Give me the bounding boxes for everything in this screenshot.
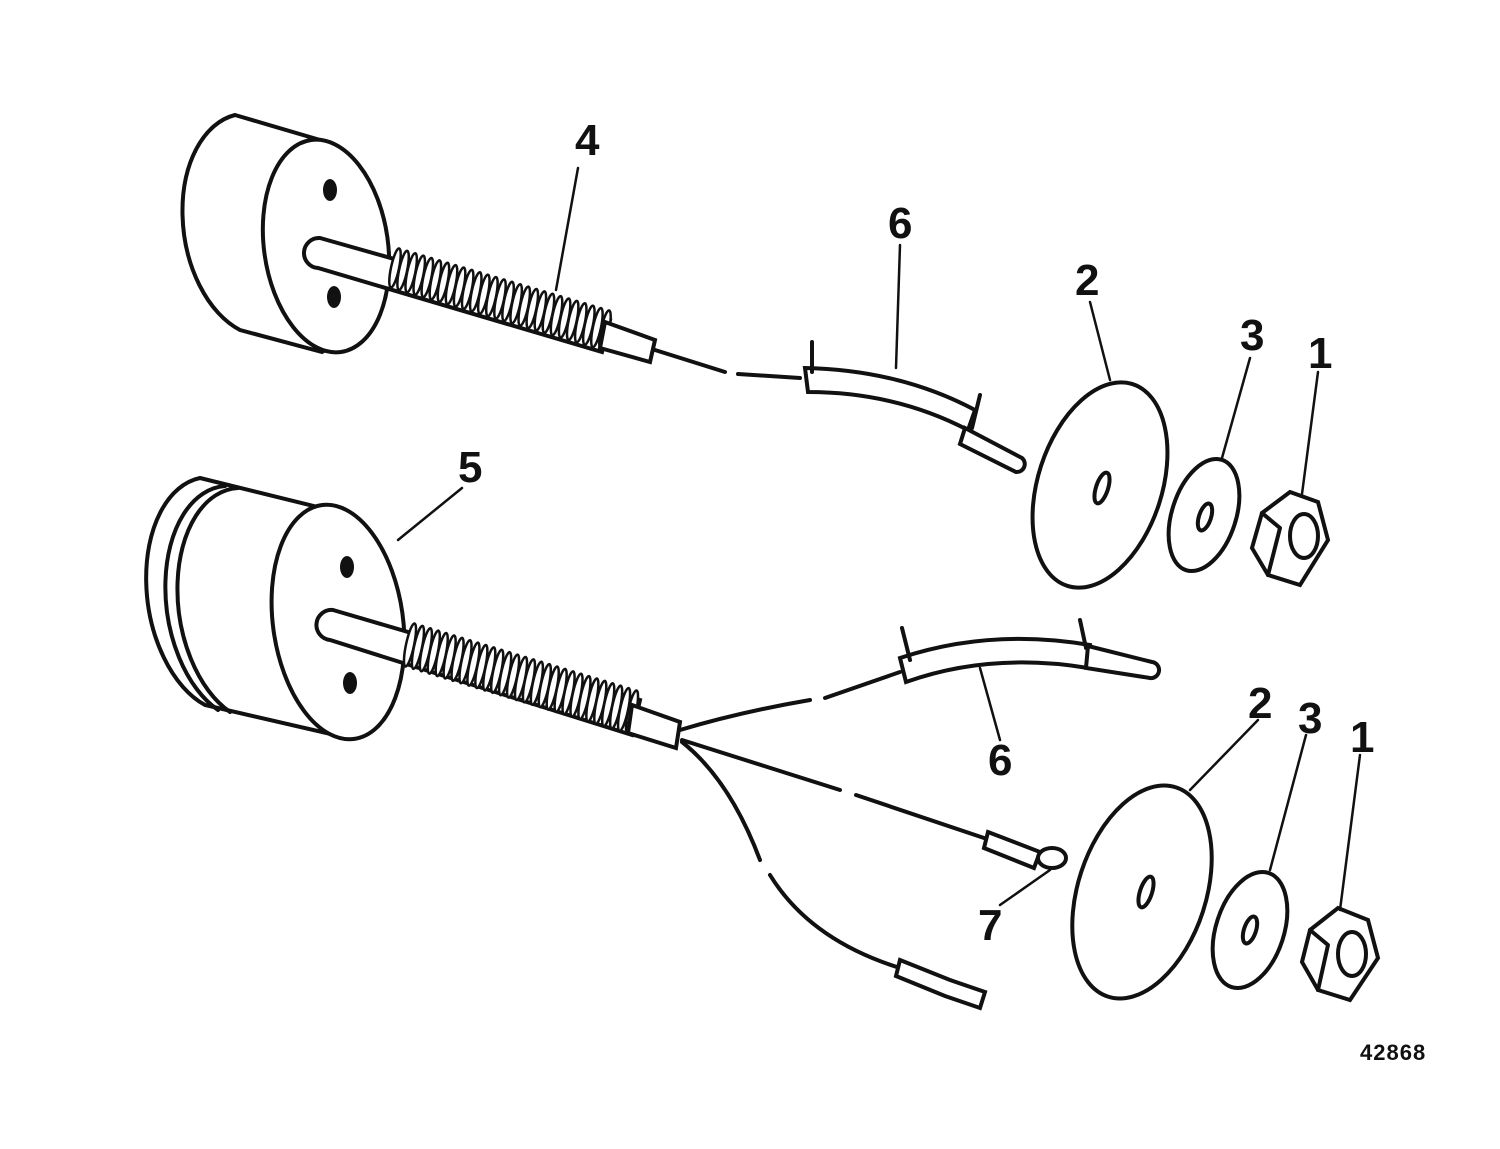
callout-upper-assembly: 4 [575, 116, 600, 165]
lower-washer-large [1070, 783, 1214, 1001]
callout-upper-washer-large: 2 [1075, 256, 1099, 305]
callout-upper-nut: 1 [1308, 329, 1332, 378]
callout-lower-assembly: 5 [458, 443, 482, 492]
lower-sleeve [625, 702, 683, 751]
callout-upper-lead: 6 [888, 199, 912, 248]
upper-assembly [180, 112, 1027, 474]
upper-lead-tube [802, 365, 978, 433]
lower-washer-small [1210, 869, 1290, 991]
upper-nut [1249, 489, 1331, 588]
spade-terminal [893, 957, 988, 1011]
upper-lead-terminal [957, 425, 1027, 474]
callout-upper-washer-small: 3 [1240, 311, 1264, 360]
lower-housing [144, 475, 407, 742]
callouts: 4 6 2 3 1 5 6 7 2 3 1 42868 [458, 116, 1426, 1065]
figure-number: 42868 [1360, 1040, 1426, 1065]
lower-spring [402, 622, 640, 735]
lower-nut [1299, 905, 1381, 1003]
upper-washer-large [1030, 380, 1170, 590]
callout-lower-nut: 1 [1350, 713, 1374, 762]
upper-spring [388, 247, 612, 351]
lower-lead-tube [897, 636, 1093, 685]
lower-assembly [144, 475, 1162, 1011]
ring-terminal [1036, 846, 1068, 870]
callout-lower-lead: 6 [988, 736, 1012, 785]
callout-lower-washer-small: 3 [1298, 694, 1322, 743]
lower-lead-terminal [1083, 643, 1162, 681]
leader-lines [396, 166, 1362, 912]
upper-housing [180, 112, 392, 355]
callout-lower-washer-large: 2 [1248, 679, 1272, 728]
upper-sleeve [597, 319, 658, 365]
upper-washer-small [1166, 456, 1242, 574]
callout-lower-terminal: 7 [978, 901, 1002, 950]
